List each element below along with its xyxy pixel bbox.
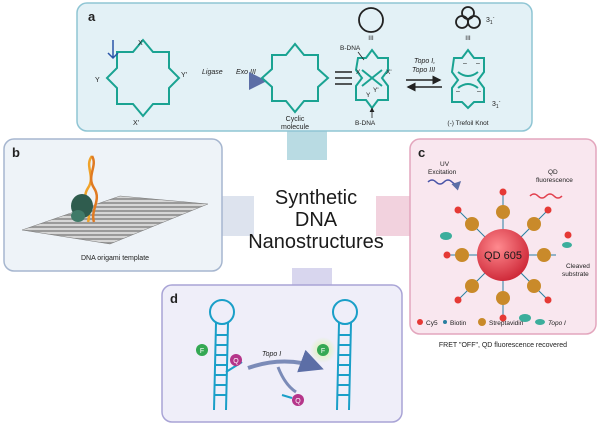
strand-direction-arrow [107, 40, 119, 60]
qd-label: QD 605 [484, 250, 522, 262]
topo-enzymes [440, 232, 531, 322]
knot-minus-4: – [477, 88, 481, 95]
qd-fluor-label-2: fluorescence [536, 177, 573, 184]
streptavidin-units [455, 205, 551, 305]
roman-left: III [368, 35, 374, 42]
released-q-label: Q [295, 398, 301, 405]
panel-d-letter: d [170, 291, 178, 306]
legend-topo: Topo I [548, 320, 566, 327]
label-y-prime: Y' [181, 72, 187, 79]
connector-right [376, 196, 410, 236]
connector-top [287, 130, 327, 160]
trefoil-label: (-) Trefoil Knot [447, 120, 488, 127]
panel-b: b DNA origami template [3, 138, 223, 272]
cyclic-label-1: Cyclic [286, 116, 305, 123]
knot-minus-2: – [476, 60, 480, 67]
knot-symbol: 31- [486, 15, 495, 26]
released-fragment [281, 394, 293, 399]
topo-d-label: Topo I [262, 351, 281, 358]
fluorophore-f [196, 344, 208, 356]
trefoil-symbol [455, 6, 481, 29]
topo-enzyme-on-origami [71, 194, 93, 222]
cleaved-cy5 [564, 231, 572, 239]
cleaved-strand [562, 242, 572, 248]
uv-label-1: UV [440, 161, 450, 168]
label-x-prime: X' [133, 120, 139, 127]
hairpin-product [332, 299, 358, 411]
legend-cy5-swatch [417, 319, 423, 325]
product-f-label: F [321, 348, 325, 355]
panel-c: c UV Excitation QD fluorescence [409, 138, 597, 349]
legend-topo-swatch [535, 319, 545, 325]
topo-label-1: Topo I, [414, 58, 435, 65]
cleaved-label-2: substrate [562, 271, 589, 278]
exo-label: Exo III [236, 69, 256, 76]
linear-star-molecule [105, 38, 181, 118]
cyclic-molecule [260, 42, 330, 114]
topo-label-2: Topo III [412, 67, 435, 74]
legend-biotin-swatch [443, 320, 447, 324]
bdna-top-label: B-DNA [340, 45, 361, 52]
released-arrow [276, 366, 297, 394]
knot-minus-1: – [463, 60, 467, 67]
uv-excitation-wave [427, 179, 462, 191]
cyclic-label-2: molecule [281, 124, 309, 131]
released-quencher [292, 394, 304, 406]
f-label: F [200, 348, 204, 355]
cy5-dyes [443, 188, 552, 322]
bdna-bottom-label: B-DNA [355, 120, 376, 127]
center-title-line-2: DNA [295, 209, 338, 231]
uv-label-2: Excitation [428, 169, 457, 176]
qd-fluor-label-1: QD [548, 169, 558, 176]
label-y: Y [95, 77, 100, 84]
panel-d: d F Q Topo I Q F [161, 284, 403, 423]
knot-symbol-lower: 31- [492, 99, 501, 110]
panel-a-frame [76, 2, 533, 132]
connector-bars [222, 130, 410, 288]
quantum-dot [477, 229, 529, 281]
panel-c-letter: c [418, 145, 425, 160]
quencher-q [230, 354, 242, 366]
bdna-top-pointer [357, 51, 365, 61]
topo-cleavage-arrow [247, 349, 324, 373]
trefoil-knot-structure [450, 48, 485, 110]
knot-minus-3: – [456, 88, 460, 95]
legend-cy5: Cy5 [426, 320, 438, 327]
legend-biotin: Biotin [450, 320, 467, 327]
center-title-line-1: Synthetic [275, 187, 357, 209]
panel-d-frame [161, 284, 403, 423]
roman-right: III [465, 35, 471, 42]
unknot-circle [358, 7, 384, 33]
product-fluorophore [317, 344, 329, 356]
legend-strep-swatch [478, 318, 486, 326]
connector-bottom [292, 268, 332, 288]
inner-label-x-prime: X' [386, 69, 392, 76]
ligase-label: Ligase [202, 69, 223, 76]
inner-label-y: Y [366, 92, 371, 99]
panel-a-letter: a [88, 9, 96, 24]
qd-emission-wave [529, 193, 563, 199]
panel-a: a X Y Y' X' Ligase Exo III Cyclic molecu… [76, 2, 533, 132]
crossed-cyclic-structure [354, 48, 389, 110]
center-title-line-3: Nanostructures [248, 231, 384, 253]
cleaved-label-1: Cleaved [566, 263, 590, 270]
legend-strep: Streptavidin [489, 320, 524, 327]
panel-b-letter: b [12, 145, 20, 160]
panel-c-caption: FRET "OFF", QD fluorescence recovered [439, 342, 567, 349]
equivalence-sign [335, 71, 352, 85]
inner-label-x: X [356, 69, 361, 76]
label-x: X [138, 40, 143, 47]
panel-c-legend: Cy5 Biotin Streptavidin Topo I [417, 318, 566, 327]
inner-label-y-prime: Y' [373, 87, 379, 94]
connector-left [222, 196, 254, 236]
origami-caption: DNA origami template [81, 255, 149, 262]
q-label: Q [233, 358, 239, 365]
